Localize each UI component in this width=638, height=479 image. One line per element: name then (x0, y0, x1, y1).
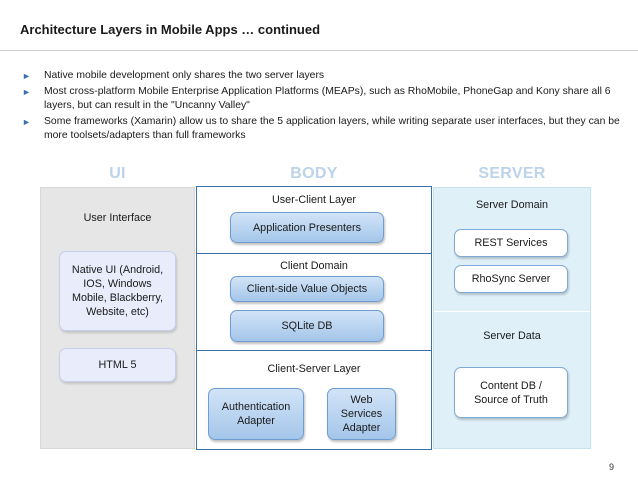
title-divider (0, 50, 638, 51)
authentication-adapter-box: Authentication Adapter (208, 388, 304, 440)
bullet-item: ► Some frameworks (Xamarin) allow us to … (22, 115, 622, 144)
slide-title: Architecture Layers in Mobile Apps … con… (20, 22, 321, 37)
web-services-adapter-box: Web Services Adapter (327, 388, 396, 440)
user-client-layer-section: User-Client Layer Application Presenters (197, 187, 431, 254)
server-data-label: Server Data (483, 330, 541, 342)
server-column-heading: SERVER (478, 165, 546, 182)
html5-box: HTML 5 (59, 348, 176, 382)
triangle-right-icon: ► (22, 116, 31, 127)
body-panel: User-Client Layer Application Presenters… (196, 186, 432, 450)
user-interface-label: User Interface (83, 212, 152, 224)
bullet-list: ► Native mobile development only shares … (22, 69, 622, 145)
page-number: 9 (608, 462, 614, 472)
application-presenters-box: Application Presenters (230, 212, 384, 243)
rhosync-server-box: RhoSync Server (454, 265, 568, 293)
server-panel: Server Domain REST Services RhoSync Serv… (433, 187, 591, 449)
server-domain-label: Server Domain (475, 199, 548, 211)
client-domain-section: Client Domain Client-side Value Objects … (197, 254, 431, 351)
client-side-value-objects-box: Client-side Value Objects (230, 276, 384, 302)
bullet-text: Most cross-platform Mobile Enterprise Ap… (44, 85, 611, 112)
body-column-heading: BODY (290, 165, 338, 182)
server-data-section: Server Data Content DB / Source of Truth (434, 312, 590, 449)
client-server-layer-label: Client-Server Layer (267, 363, 361, 375)
triangle-right-icon: ► (22, 86, 31, 97)
bullet-text: Some frameworks (Xamarin) allow us to sh… (44, 115, 620, 142)
client-server-layer-section: Client-Server Layer Authentication Adapt… (197, 351, 431, 449)
ui-column-heading: UI (109, 165, 126, 182)
triangle-right-icon: ► (22, 71, 31, 81)
bullet-item: ► Native mobile development only shares … (22, 69, 622, 84)
user-client-layer-label: User-Client Layer (271, 194, 356, 206)
bullet-text: Native mobile development only shares th… (44, 70, 325, 81)
bullet-item: ► Most cross-platform Mobile Enterprise … (22, 85, 622, 114)
server-domain-section: Server Domain REST Services RhoSync Serv… (434, 188, 590, 312)
rest-services-box: REST Services (454, 229, 568, 257)
content-db-box: Content DB / Source of Truth (454, 367, 568, 418)
client-domain-label: Client Domain (280, 260, 348, 272)
sqlite-db-box: SQLite DB (230, 310, 384, 342)
native-ui-box: Native UI (Android, IOS, Windows Mobile,… (59, 251, 176, 331)
ui-panel: User Interface Native UI (Android, IOS, … (40, 187, 195, 449)
